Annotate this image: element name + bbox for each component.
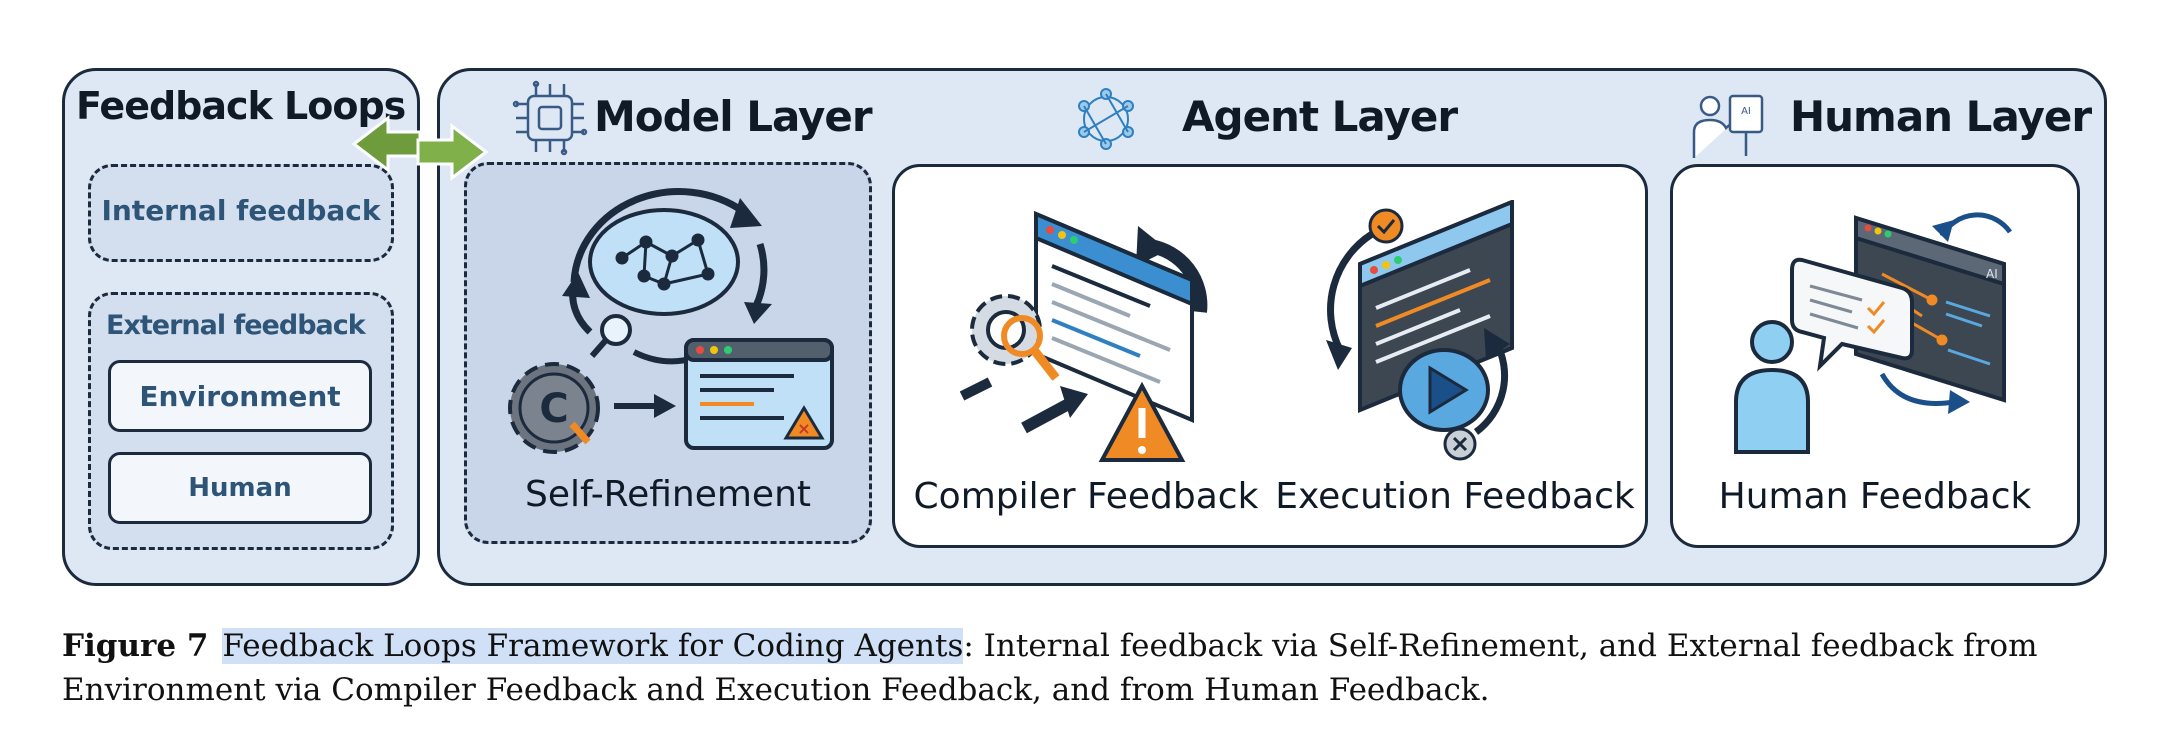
bidirectional-arrow-icon bbox=[351, 114, 489, 182]
speech-bubble-icon bbox=[1790, 257, 1914, 372]
figure-caption: Figure 7 Feedback Loops Framework for Cod… bbox=[62, 624, 2102, 712]
neural-chip-icon bbox=[512, 80, 588, 156]
gear-letter: C bbox=[539, 386, 568, 432]
agent-layer-title: Agent Layer bbox=[1182, 92, 1458, 141]
internal-feedback-label: Internal feedback bbox=[101, 194, 381, 227]
human-pill: Human bbox=[108, 452, 372, 524]
human-label: Human bbox=[188, 473, 292, 503]
human-feedback-illustration: AI bbox=[1734, 212, 2013, 454]
terminal-window-icon bbox=[1358, 200, 1514, 413]
external-feedback-label: External feedback bbox=[106, 310, 366, 341]
play-button-icon bbox=[1398, 348, 1490, 432]
feedback-loops-title: Feedback Loops bbox=[76, 84, 406, 128]
svg-text:×: × bbox=[797, 419, 810, 438]
browser-window-icon bbox=[1034, 210, 1194, 424]
environment-label: Environment bbox=[139, 379, 341, 413]
check-badge-icon bbox=[1368, 208, 1404, 244]
compiler-feedback-illustration bbox=[960, 210, 1208, 462]
brain-icon bbox=[588, 208, 740, 316]
screen-badge: AI bbox=[1986, 267, 1998, 281]
human-feedback-label: Human Feedback bbox=[1718, 476, 2032, 517]
execution-feedback-label: Execution Feedback bbox=[1275, 476, 1635, 517]
human-layer-title: Human Layer bbox=[1790, 92, 2092, 141]
self-refinement-illustration: C × bbox=[508, 188, 834, 454]
close-badge-icon bbox=[1443, 427, 1477, 461]
diagram-figure: Feedback Loops Internal feedback Externa… bbox=[62, 68, 2107, 586]
network-icon bbox=[1078, 88, 1134, 150]
compiler-feedback-label: Compiler Feedback bbox=[913, 476, 1259, 517]
person-icon bbox=[1734, 320, 1810, 454]
model-layer-title: Model Layer bbox=[594, 92, 873, 141]
figure-number: Figure 7 bbox=[62, 628, 209, 664]
gear-icon: C bbox=[508, 362, 600, 454]
environment-pill: Environment bbox=[108, 360, 372, 432]
execution-feedback-illustration bbox=[1326, 200, 1514, 461]
internal-feedback-box bbox=[88, 164, 394, 262]
self-refinement-label: Self-Refinement bbox=[524, 474, 812, 515]
warning-icon bbox=[1098, 381, 1186, 462]
caption-text: : Internal feedback via Self-Refinement,… bbox=[62, 628, 2038, 708]
code-window-icon: × bbox=[684, 338, 834, 450]
svg-text:AI: AI bbox=[1741, 106, 1751, 117]
magnifier-icon bbox=[589, 314, 632, 358]
human-presenter-icon: AI bbox=[1692, 94, 1764, 158]
caption-highlight: Feedback Loops Framework for Coding Agen… bbox=[222, 628, 964, 664]
